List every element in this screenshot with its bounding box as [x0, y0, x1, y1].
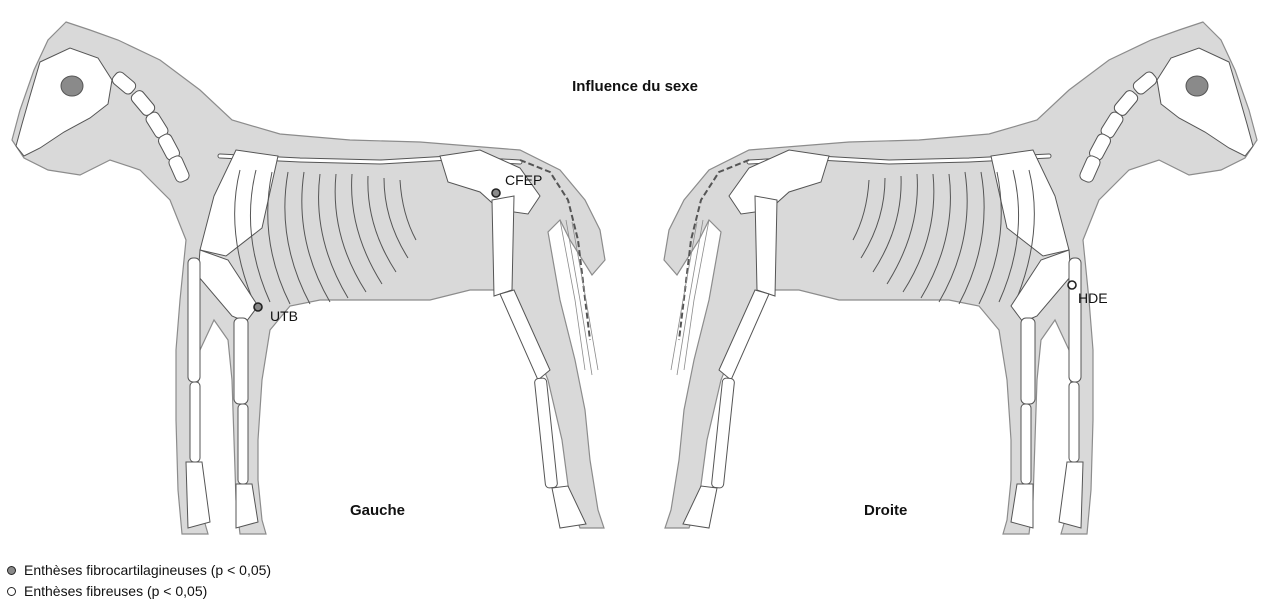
legend-item-fibrous: Enthèses fibreuses (p < 0,05): [4, 581, 271, 602]
label-hde: HDE: [1078, 290, 1108, 306]
side-label-left: Gauche: [350, 502, 405, 519]
side-label-right: Droite: [864, 502, 907, 519]
marker-utb: [254, 303, 262, 311]
legend-label: Enthèses fibrocartilagineuses (p < 0,05): [24, 560, 271, 581]
marker-cfep: [492, 189, 500, 197]
legend: Enthèses fibrocartilagineuses (p < 0,05)…: [4, 560, 271, 602]
legend-item-fibrocartilaginous: Enthèses fibrocartilagineuses (p < 0,05): [4, 560, 271, 581]
figure-title: Influence du sexe: [470, 78, 800, 95]
marker-hde: [1068, 281, 1076, 289]
legend-label: Enthèses fibreuses (p < 0,05): [24, 581, 207, 602]
open-circle-icon: [7, 587, 16, 596]
filled-circle-icon: [7, 566, 16, 575]
label-cfep: CFEP: [505, 172, 542, 188]
label-utb: UTB: [270, 308, 298, 324]
